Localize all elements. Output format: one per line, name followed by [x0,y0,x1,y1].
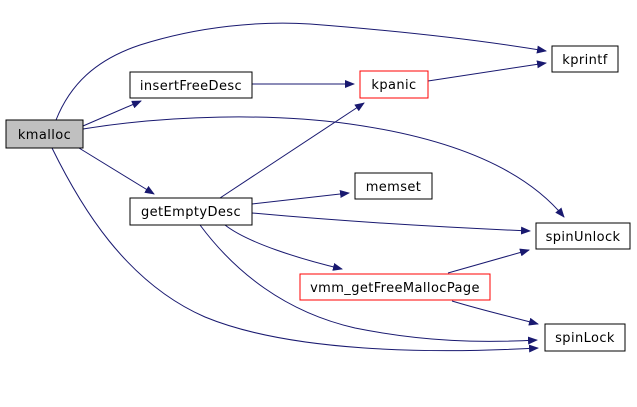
node-kmalloc[interactable]: kmalloc [5,119,84,149]
edge-kmalloc-insertFreeDesc [82,100,142,127]
node-layer: kmalloc insertFreeDesc kpanic kprintf ge… [5,45,631,352]
node-memset[interactable]: memset [354,172,433,200]
node-getEmptyDesc[interactable]: getEmptyDesc [129,197,253,226]
edge-kmalloc-spinLock [51,147,539,353]
edge-getEmptyDesc-vmm_getFreeMallocPage [224,224,343,271]
node-kmalloc-label: kmalloc [18,128,71,143]
node-spinLock[interactable]: spinLock [544,323,626,352]
node-spinLock-label: spinLock [555,331,615,346]
node-vmm_getFreeMallocPage-label: vmm_getFreeMallocPage [310,281,480,296]
edge-getEmptyDesc-spinLock [199,224,538,345]
node-kpanic[interactable]: kpanic [359,70,429,99]
edge-kmalloc-kprintf [55,22,547,121]
node-memset-label: memset [366,180,422,195]
node-kpanic-label: kpanic [371,78,416,93]
node-getEmptyDesc-label: getEmptyDesc [141,205,241,220]
node-insertFreeDesc[interactable]: insertFreeDesc [129,71,253,99]
edge-vmm_getFreeMallocPage-spinUnlock [447,248,530,274]
edge-layer [51,22,565,353]
edge-vmm_getFreeMallocPage-spinLock [451,300,539,326]
node-insertFreeDesc-label: insertFreeDesc [140,79,242,94]
node-kprintf-label: kprintf [562,53,607,68]
edge-kpanic-kprintf [427,60,547,82]
edge-kmalloc-getEmptyDesc [78,147,155,195]
node-spinUnlock-label: spinUnlock [546,230,621,245]
node-kprintf[interactable]: kprintf [551,45,619,73]
edge-getEmptyDesc-kpanic [219,102,365,199]
edge-getEmptyDesc-memset [251,190,350,205]
node-spinUnlock[interactable]: spinUnlock [535,222,631,250]
edge-kmalloc-spinUnlock [82,116,565,218]
node-vmm_getFreeMallocPage[interactable]: vmm_getFreeMallocPage [299,273,491,301]
edge-getEmptyDesc-spinUnlock [251,212,531,235]
